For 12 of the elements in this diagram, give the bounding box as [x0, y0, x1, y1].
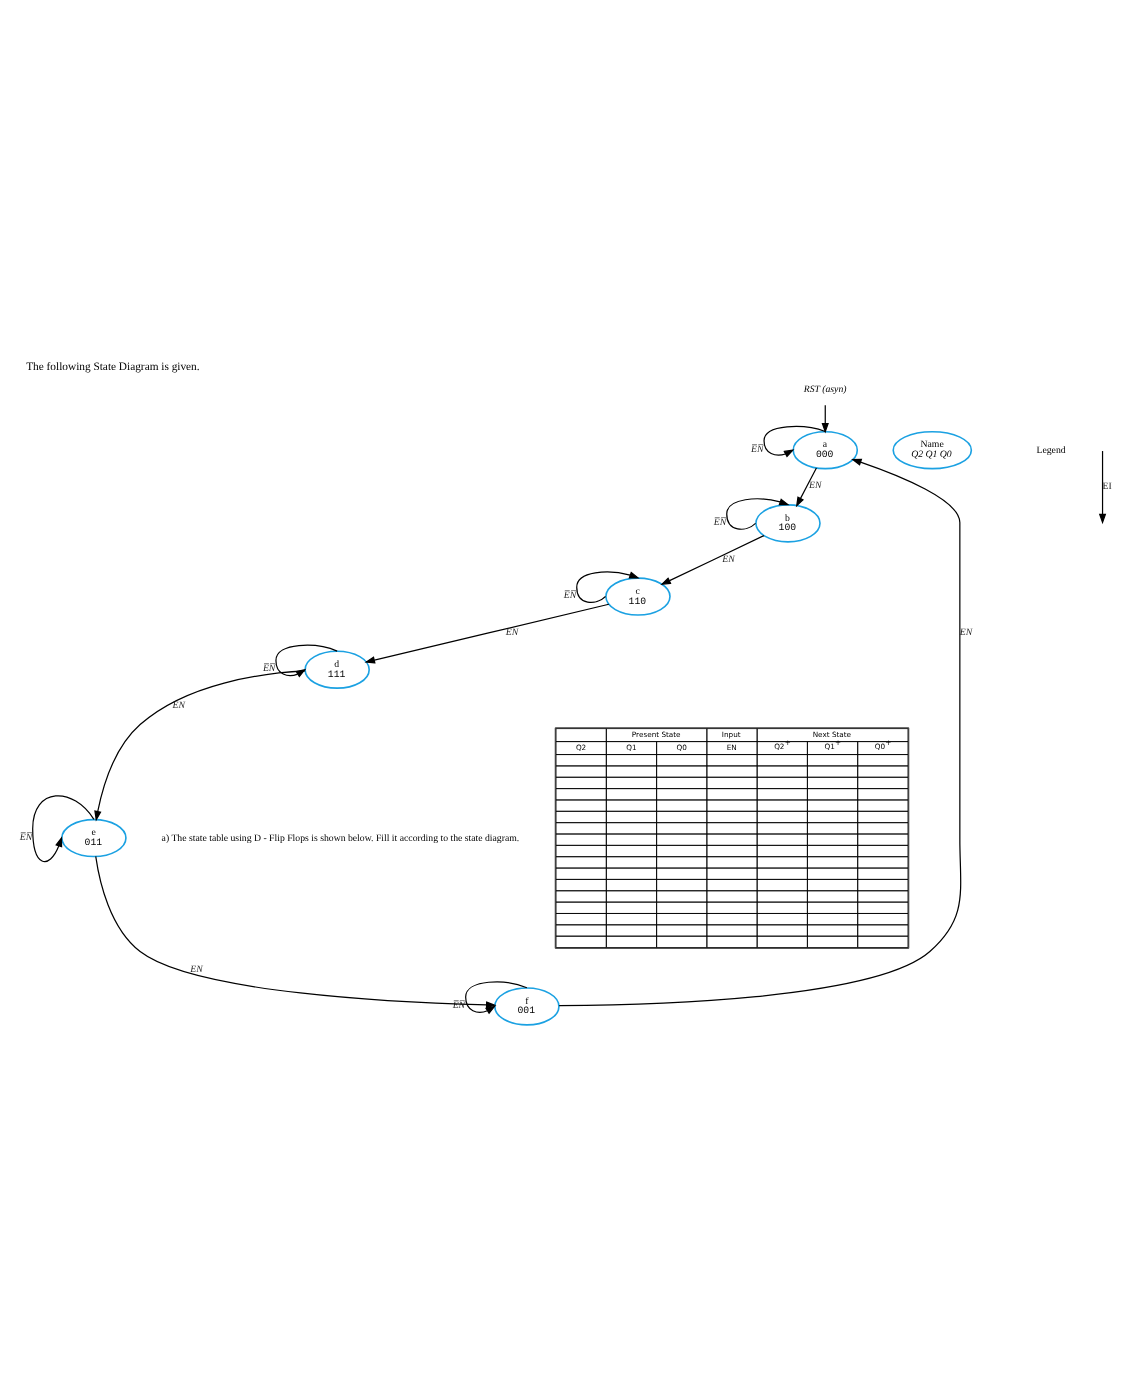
arrow [795, 467, 818, 508]
arrow [364, 603, 610, 664]
arrow [558, 458, 962, 1007]
arrow [576, 571, 640, 603]
arrow [95, 855, 497, 1009]
arrow [821, 404, 829, 434]
arrow [763, 425, 826, 458]
arrow [275, 644, 338, 678]
arrow [465, 981, 528, 1015]
arrow [660, 535, 765, 586]
arrow [94, 670, 306, 822]
arrow [726, 498, 790, 530]
